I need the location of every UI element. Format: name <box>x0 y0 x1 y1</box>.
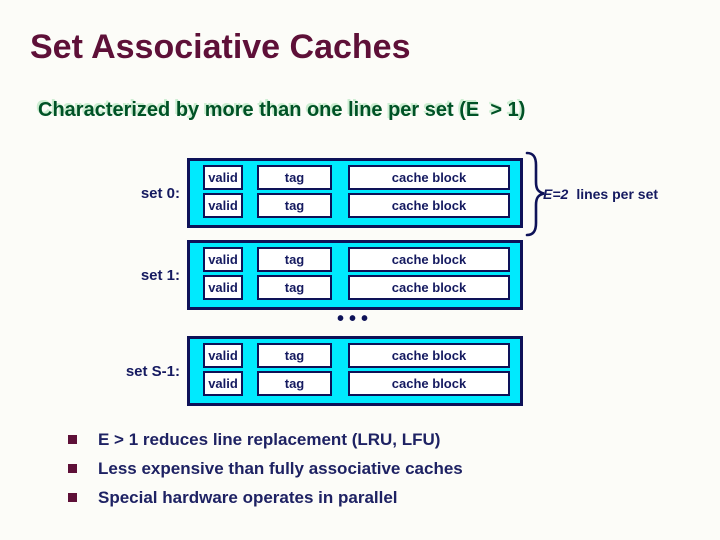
tag-cell: tag <box>257 275 332 300</box>
lines-per-set-label: E=2 lines per set <box>543 150 658 238</box>
tag-cell: tag <box>257 193 332 218</box>
cache-block-cell: cache block <box>348 165 510 190</box>
bullet-square-icon <box>68 464 77 473</box>
set-s-1-box: valid tag cache block valid tag cache bl… <box>187 336 523 406</box>
bullet-item: Less expensive than fully associative ca… <box>62 458 463 479</box>
bullet-list: E > 1 reduces line replacement (LRU, LFU… <box>62 429 463 516</box>
bullet-text: Less expensive than fully associative ca… <box>98 459 463 478</box>
page-title: Set Associative Caches <box>30 28 411 66</box>
set-1-label: set 1: <box>140 266 180 284</box>
lines-per-set-text: lines per set <box>576 186 659 202</box>
tag-cell: tag <box>257 371 332 396</box>
set-group-0: set 0: valid tag cache block valid tag c… <box>0 158 720 228</box>
valid-cell: valid <box>203 343 243 368</box>
valid-cell: valid <box>203 193 243 218</box>
slide-subtitle: Characterized by more than one line per … <box>38 99 526 121</box>
set-0-label: set 0: <box>140 184 180 202</box>
bullet-item: Special hardware operates in parallel <box>62 487 463 508</box>
cache-block-cell: cache block <box>348 275 510 300</box>
cache-block-cell: cache block <box>348 193 510 218</box>
set-0-box: valid tag cache block valid tag cache bl… <box>187 158 523 228</box>
bullet-text: Special hardware operates in parallel <box>98 488 398 507</box>
cache-block-cell: cache block <box>348 343 510 368</box>
cache-line-row: valid tag cache block <box>190 371 520 396</box>
set-s-1-label: set S-1: <box>125 362 180 380</box>
e-equals-2: E=2 <box>543 186 569 202</box>
tag-cell: tag <box>257 165 332 190</box>
cache-line-row: valid tag cache block <box>190 343 520 368</box>
cache-block-cell: cache block <box>348 371 510 396</box>
tag-cell: tag <box>257 247 332 272</box>
tag-cell: tag <box>257 343 332 368</box>
cache-block-cell: cache block <box>348 247 510 272</box>
cache-line-row: valid tag cache block <box>190 247 520 272</box>
bullet-square-icon <box>68 493 77 502</box>
set-group-s-1: set S-1: valid tag cache block valid tag… <box>0 336 720 406</box>
cache-line-row: valid tag cache block <box>190 193 520 218</box>
bullet-text: E > 1 reduces line replacement (LRU, LFU… <box>98 430 441 449</box>
valid-cell: valid <box>203 275 243 300</box>
bullet-item: E > 1 reduces line replacement (LRU, LFU… <box>62 429 463 450</box>
set-1-box: valid tag cache block valid tag cache bl… <box>187 240 523 310</box>
set-group-1: set 1: valid tag cache block valid tag c… <box>0 240 720 310</box>
cache-line-row: valid tag cache block <box>190 165 520 190</box>
bullet-square-icon <box>68 435 77 444</box>
valid-cell: valid <box>203 165 243 190</box>
right-brace-icon <box>525 151 545 237</box>
ellipsis-dots: ••• <box>336 308 373 330</box>
valid-cell: valid <box>203 247 243 272</box>
valid-cell: valid <box>203 371 243 396</box>
cache-line-row: valid tag cache block <box>190 275 520 300</box>
